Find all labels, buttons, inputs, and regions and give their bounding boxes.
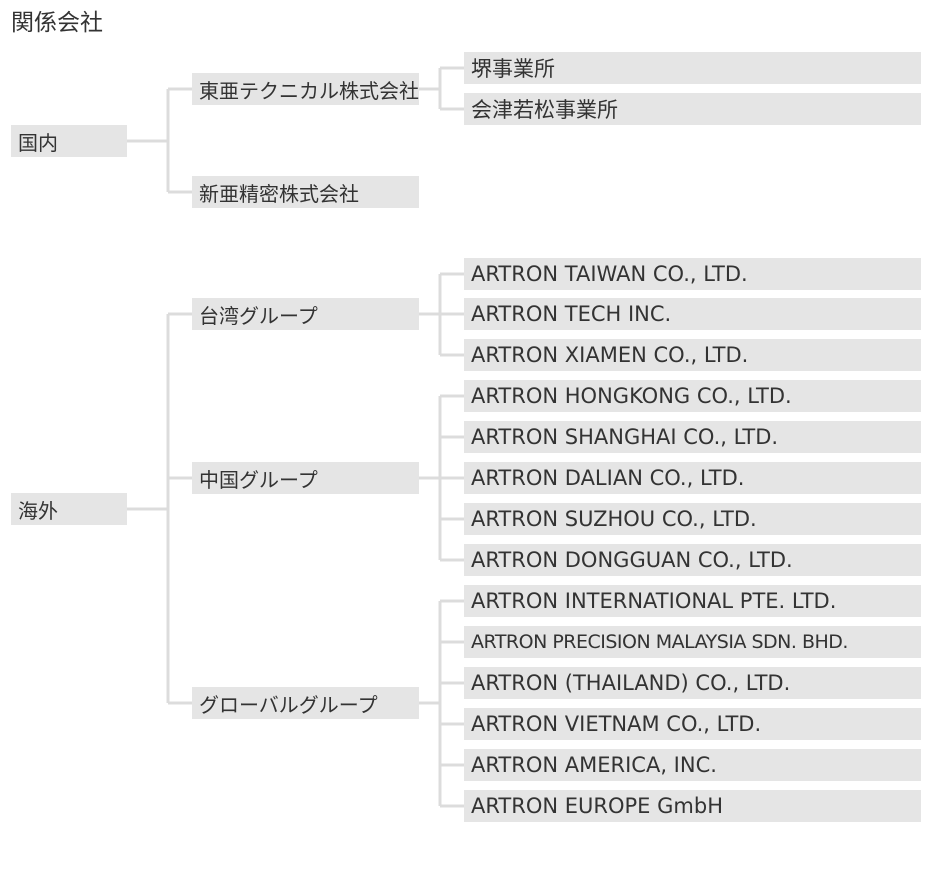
node-aizuwakamatsu-office: 会津若松事業所 <box>464 93 921 125</box>
node-sakai-office: 堺事業所 <box>464 52 921 84</box>
node-artron-thailand: ARTRON (THAILAND) CO., LTD. <box>464 667 921 699</box>
node-artron-europe: ARTRON EUROPE GmbH <box>464 790 921 822</box>
node-artron-hongkong: ARTRON HONGKONG CO., LTD. <box>464 380 921 412</box>
node-artron-tech: ARTRON TECH INC. <box>464 298 921 330</box>
node-artron-precision-malaysia: ARTRON PRECISION MALAYSIA SDN. BHD. <box>464 626 921 658</box>
node-domestic: 国内 <box>11 125 127 157</box>
connector-domestic <box>127 87 192 194</box>
node-global-group: グローバルグループ <box>192 687 419 719</box>
connector-taiwan-group <box>419 272 464 357</box>
node-artron-international: ARTRON INTERNATIONAL PTE. LTD. <box>464 585 921 617</box>
node-toa-technical: 東亜テクニカル株式会社 <box>192 73 419 105</box>
node-artron-america: ARTRON AMERICA, INC. <box>464 749 921 781</box>
node-artron-dongguan: ARTRON DONGGUAN CO., LTD. <box>464 544 921 576</box>
node-overseas: 海外 <box>11 493 127 525</box>
connector-toa-technical <box>419 66 464 111</box>
node-artron-dalian: ARTRON DALIAN CO., LTD. <box>464 462 921 494</box>
node-artron-suzhou: ARTRON SUZHOU CO., LTD. <box>464 503 921 535</box>
connector-global-group <box>419 599 464 808</box>
page-title: 関係会社 <box>11 10 103 36</box>
connector-china-group <box>419 394 464 562</box>
node-china-group: 中国グループ <box>192 462 419 494</box>
node-artron-shanghai: ARTRON SHANGHAI CO., LTD. <box>464 421 921 453</box>
node-shina-seimitsu: 新亜精密株式会社 <box>192 176 419 208</box>
node-artron-vietnam: ARTRON VIETNAM CO., LTD. <box>464 708 921 740</box>
node-artron-xiamen: ARTRON XIAMEN CO., LTD. <box>464 339 921 371</box>
node-artron-taiwan: ARTRON TAIWAN CO., LTD. <box>464 258 921 290</box>
node-taiwan-group: 台湾グループ <box>192 298 419 330</box>
connector-overseas <box>127 312 192 705</box>
